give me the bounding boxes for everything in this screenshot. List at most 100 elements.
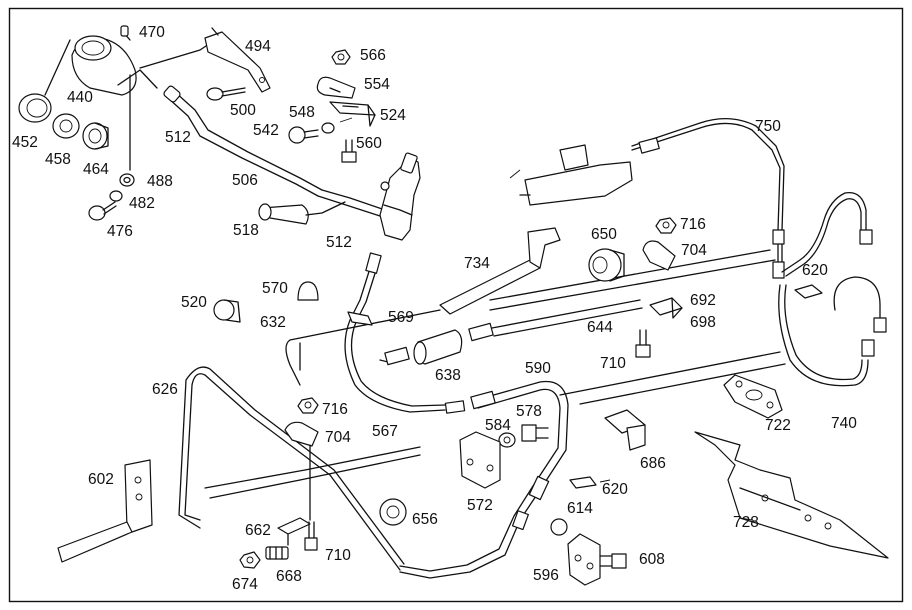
label-520: 520 [181, 294, 207, 311]
label-524: 524 [380, 107, 406, 124]
label-710-top: 710 [600, 355, 626, 372]
frame-rails [204, 249, 786, 499]
slave-cylinder [519, 144, 633, 206]
label-452: 452 [12, 134, 38, 151]
part-labels: 470 494 566 554 524 440 452 458 464 500 … [12, 24, 857, 593]
label-644: 644 [587, 319, 613, 336]
label-674: 674 [232, 576, 258, 593]
label-567: 567 [372, 423, 398, 440]
label-734: 734 [464, 255, 490, 272]
label-518: 518 [233, 222, 259, 239]
bolt-608 [599, 553, 627, 569]
label-602: 602 [88, 471, 114, 488]
label-570: 570 [262, 280, 288, 297]
bracket-662 [277, 517, 311, 546]
cap-570 [297, 281, 319, 301]
label-500: 500 [230, 102, 256, 119]
bracket-494 [204, 27, 271, 93]
seal-458 [52, 113, 80, 139]
screw-500 [206, 87, 246, 101]
diagram-border [8, 7, 904, 603]
label-650: 650 [591, 226, 617, 243]
bracket-692 [649, 297, 683, 319]
bracket-524 [329, 101, 376, 127]
label-626: 626 [152, 381, 178, 398]
grommet-464 [82, 122, 109, 150]
label-506: 506 [232, 172, 258, 189]
clip-620-top [794, 284, 823, 299]
label-686: 686 [640, 455, 666, 472]
bolt-578 [521, 424, 549, 442]
damper-518 [258, 201, 346, 225]
bolt-710-bottom [304, 521, 318, 551]
pipe-626 [178, 366, 405, 571]
reservoir-assembly [44, 25, 216, 171]
valve-assembly [379, 152, 421, 241]
label-704-mid: 704 [325, 429, 351, 446]
washer-548 [321, 122, 335, 134]
bushing-520 [213, 299, 241, 323]
pipe-569 [344, 252, 466, 414]
label-656: 656 [412, 511, 438, 528]
grommet-656 [379, 498, 407, 526]
label-470: 470 [139, 24, 165, 41]
plate-728 [694, 431, 889, 559]
pipe-590 [399, 380, 569, 579]
label-476: 476 [107, 223, 133, 240]
label-750: 750 [755, 118, 781, 135]
label-578: 578 [516, 403, 542, 420]
label-728: 728 [733, 514, 759, 531]
screw-476 [88, 201, 117, 221]
clip-620-mid [569, 476, 597, 489]
gasket-722 [723, 374, 783, 419]
label-704-top: 704 [681, 242, 707, 259]
plate-572 [459, 431, 501, 489]
label-662: 662 [245, 522, 271, 539]
label-620-top: 620 [802, 262, 828, 279]
label-560: 560 [356, 135, 382, 152]
label-668: 668 [276, 568, 302, 585]
leader-lines [339, 117, 753, 521]
label-566: 566 [360, 47, 386, 64]
clip-614 [550, 518, 568, 536]
label-722: 722 [765, 417, 791, 434]
label-584: 584 [485, 417, 511, 434]
plate-596 [567, 533, 601, 586]
grommet-650 [588, 248, 625, 282]
nut-716-top [655, 217, 677, 234]
clip-704-top [642, 240, 676, 271]
clip-554 [316, 76, 356, 99]
washer-482 [109, 190, 123, 202]
label-632: 632 [260, 314, 286, 331]
washer-584 [498, 432, 516, 448]
label-488: 488 [147, 173, 173, 190]
bracket-602 [57, 459, 153, 563]
label-494: 494 [245, 38, 271, 55]
label-716-top: 716 [680, 216, 706, 233]
label-569: 569 [388, 309, 414, 326]
pipe-right-loop [781, 191, 873, 277]
label-590: 590 [525, 360, 551, 377]
label-572: 572 [467, 497, 493, 514]
label-620-mid: 620 [602, 481, 628, 498]
nut-674 [239, 551, 261, 569]
cap-452 [18, 93, 52, 123]
label-740: 740 [831, 415, 857, 432]
bolt-668 [265, 546, 289, 560]
hose-506 [163, 85, 386, 217]
label-512-bottom: 512 [326, 234, 352, 251]
label-458: 458 [45, 151, 71, 168]
bracket-686 [604, 409, 646, 451]
label-548: 548 [289, 104, 315, 121]
clip-704-mid [284, 421, 319, 521]
label-512-top: 512 [165, 129, 191, 146]
washer-488 [119, 173, 135, 187]
bolt-710-top [635, 329, 651, 358]
label-716-mid: 716 [322, 401, 348, 418]
label-554: 554 [364, 76, 390, 93]
bracket-734 [439, 227, 561, 315]
nut-716-mid [297, 397, 319, 414]
label-596: 596 [533, 567, 559, 584]
bolt-560 [341, 139, 357, 163]
